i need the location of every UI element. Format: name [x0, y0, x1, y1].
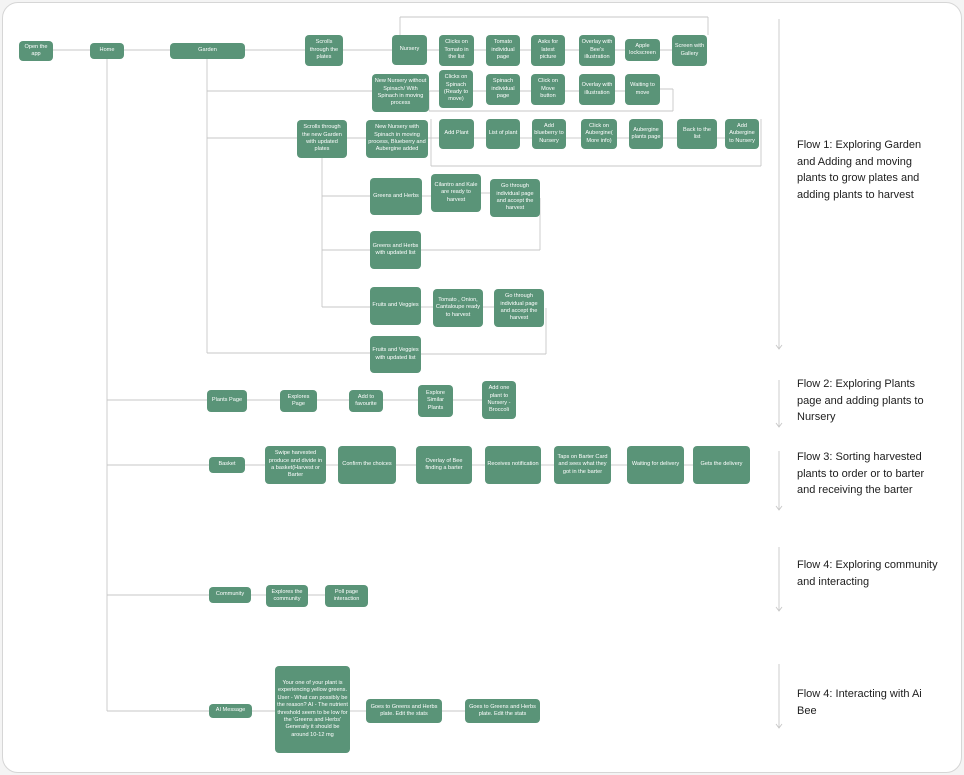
flow-label-flow3: Flow 3: Sorting harvested plants to orde…	[797, 451, 925, 496]
node-explores-page: Explores Page	[280, 390, 317, 412]
node-fruits-updated: Fruits and Veggies with updated list	[370, 336, 421, 373]
node-gets-delivery: Gets the delivery	[693, 446, 750, 484]
node-home: Home	[90, 43, 124, 59]
node-aubergine-page: Aubergine plants page	[629, 119, 663, 149]
node-new-nursery-without: New Nursery without Spinach/ With Spinac…	[372, 74, 429, 112]
node-add-plant: Add Plant	[439, 119, 474, 149]
node-overlay-barter: Overlay of Bee finding a barter	[416, 446, 472, 484]
node-overlay-illustration: Overlay with illustration	[579, 74, 615, 105]
node-goes-greens-2: Goes to Greens and Herbs plate. Edit the…	[465, 699, 540, 723]
node-apple-lockscreen: Apple lockscreen	[625, 39, 660, 61]
node-waiting-delivery: Waiting for delivery	[627, 446, 684, 484]
node-add-one-plant: Add one plant to Nursery - Broccoli	[482, 381, 516, 419]
node-spinach-page: Spinach individual page	[486, 74, 520, 105]
arrow-down-icon	[775, 422, 783, 428]
node-add-aubergine: Add Aubergine to Nursery	[725, 119, 759, 149]
node-click-move: Click on Move button	[531, 74, 565, 105]
node-confirm-choices: Confirm the choices	[338, 446, 396, 484]
node-nursery: Nursery	[392, 35, 427, 65]
node-fruits-veggies: Fruits and Veggies	[370, 287, 421, 325]
node-ai-conversation: Your one of your plant is experiencing y…	[275, 666, 350, 753]
node-list-of-plant: List of plant	[486, 119, 520, 149]
node-explore-similar: Explore Similar Plants	[418, 385, 453, 417]
flow-label-flow4b: Flow 4: Interacting with Ai Bee	[797, 688, 922, 717]
node-add-favourite: Add to favourite	[349, 390, 383, 412]
node-scrolls-plates: Scrolls through the plates	[305, 35, 343, 66]
node-clicks-tomato: Clicks on Tomato in the list	[439, 35, 474, 66]
node-swipe-harvested: Swipe harvested produce and divide in a …	[265, 446, 326, 484]
arrow-down-icon	[775, 505, 783, 511]
arrow-down-icon	[775, 344, 783, 350]
node-go-through-greens: Go through individual page and accept th…	[490, 179, 540, 217]
arrow-down-icon	[775, 606, 783, 612]
flow-label-flow1: Flow 1: Exploring Garden and Adding and …	[797, 139, 922, 201]
node-community: Community	[209, 587, 251, 603]
flow-label-flow2: Flow 2: Exploring Plants page and adding…	[797, 378, 924, 423]
node-receives-notification: Receives notification	[485, 446, 541, 484]
node-greens-updated: Greens and Herbs with updated list	[370, 231, 421, 269]
node-taps-barter: Taps on Barter Card and sees what they g…	[554, 446, 611, 484]
node-add-blueberry: Add blueberry to Nursery	[532, 119, 566, 149]
node-overlay-bee: Overlay with Bee's illustration	[579, 35, 615, 66]
node-explores-community: Explores the community	[266, 585, 308, 607]
node-go-through-fruits: Go through individual page and accept th…	[494, 289, 544, 327]
node-tomato-page: Tomato individual page	[486, 35, 520, 66]
node-plants-page: Plants Page	[207, 390, 247, 412]
node-back-to-list: Back to the list	[677, 119, 717, 149]
node-new-nursery-with: New Nursery with Spinach in moving proce…	[366, 120, 428, 158]
node-greens-herbs: Greens and Herbs	[370, 178, 422, 215]
node-tomato-onion: Tomato , Onion, Cantaloupe ready to harv…	[433, 289, 483, 327]
node-scrolls-new-garden: Scrolls through the new Garden with upda…	[297, 120, 347, 158]
node-click-aubergine: Click on Aubergine( More info)	[581, 119, 617, 149]
arrow-down-icon	[775, 723, 783, 729]
node-asks-picture: Asks for latest picture	[531, 35, 565, 66]
flow-label-flow4a: Flow 4: Exploring community and interact…	[797, 559, 938, 588]
node-goes-greens-1: Goes to Greens and Herbs plate. Edit the…	[366, 699, 442, 723]
node-garden: Garden	[170, 43, 245, 59]
node-screen-gallery: Screen with Gallery	[672, 35, 707, 66]
node-clicks-spinach: Clicks on Spinach (Ready to move)	[439, 70, 473, 108]
node-basket: Basket	[209, 457, 245, 473]
node-waiting-move: Waiting to move	[625, 74, 660, 105]
node-ai-message: AI Message	[209, 704, 252, 718]
node-poll-page: Poll page interaction	[325, 585, 368, 607]
node-cilantro-kale: Cilantro and Kale are ready to harvest	[431, 174, 481, 212]
node-open-app: Open the app	[19, 41, 53, 61]
